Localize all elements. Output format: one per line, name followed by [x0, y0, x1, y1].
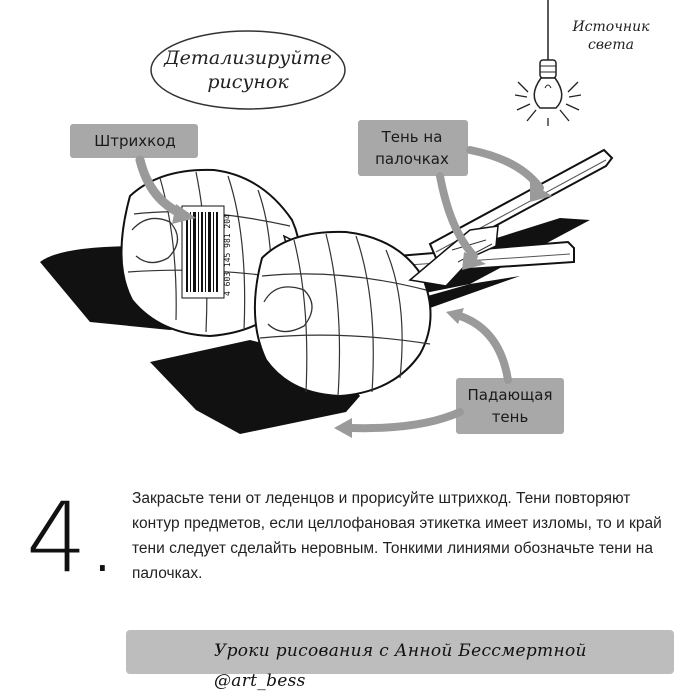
shadow-on-sticks-line-1: Тень на [381, 128, 443, 146]
falling-shadow-label: Падающая тень [458, 384, 562, 428]
barcode-label: Штрихкод [76, 130, 194, 152]
barcode-graphic [181, 205, 225, 299]
shadow-sticks-arrows [436, 146, 544, 260]
footer-credit: Уроки рисования с Анной Бессмертной @art… [214, 641, 587, 691]
shadow-on-sticks-label: Тень на палочках [360, 126, 464, 170]
barcode-arrow-head [172, 204, 196, 224]
shadow-sticks-label-bg [358, 120, 468, 176]
title-line-1: Детализируйте [164, 47, 332, 69]
light-source-label: Источник света [566, 18, 656, 54]
falling-shadow-label-bg [456, 378, 564, 434]
step-number: 4. [26, 482, 118, 594]
front-lollipop [253, 225, 499, 398]
step-instruction: Закрасьте тени от леденцов и прорисуйте … [132, 490, 662, 582]
light-source-line-1: Источник [572, 19, 650, 35]
falling-shadow-arrows [346, 312, 512, 433]
title-bubble: Детализируйте рисунок [150, 30, 346, 110]
light-bulb-icon [514, 0, 582, 126]
title-oval [150, 30, 346, 110]
barcode-digits: 4 603 145 981 204 [223, 214, 232, 296]
light-source-line-2: света [588, 37, 634, 53]
barcode-label-bg [70, 124, 198, 158]
barcode-label-text: Штрихкод [94, 132, 176, 150]
falling-shadow-line-2: тень [491, 408, 529, 426]
falling-shadow-line-1: Падающая [467, 386, 553, 404]
title-line-2: рисунок [207, 71, 289, 93]
footer-bar [126, 630, 674, 674]
shadow-on-sticks-line-2: палочках [375, 150, 449, 168]
